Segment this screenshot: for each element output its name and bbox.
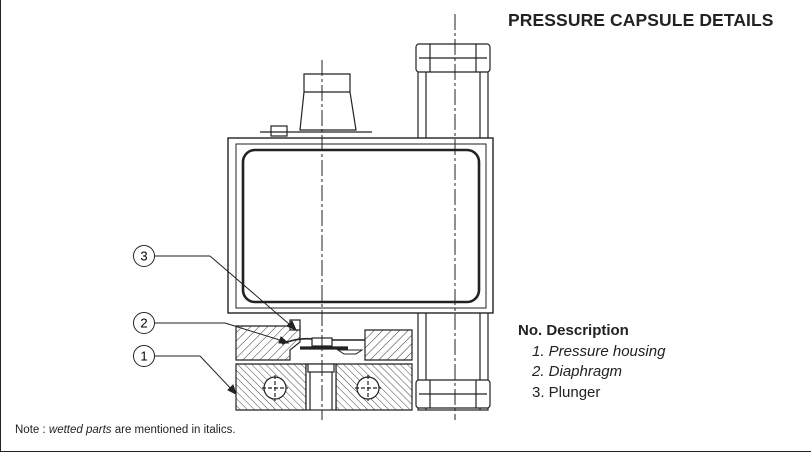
capsule-housing [227, 137, 494, 314]
svg-text:1: 1 [140, 349, 147, 364]
legend-item-plunger: 3. Plunger [532, 383, 601, 401]
callout-1: 1 [133, 345, 155, 367]
note-prefix: Note : [15, 424, 49, 436]
legend-item-diaphragm: 2. Diaphragm [532, 363, 623, 380]
svg-text:2: 2 [140, 316, 147, 331]
note-emphasis: wetted parts [48, 424, 112, 436]
bolt-holes [262, 375, 381, 401]
footnote: Note : wetted parts are mentioned in ita… [15, 424, 236, 436]
note-suffix: are mentioned in italics. [111, 424, 236, 436]
parts-legend: No. Description 1. Pressure housing 2. D… [518, 321, 665, 403]
legend-header: No. Description [518, 322, 629, 339]
legend-item-pressure-housing: 1. Pressure housing [532, 342, 666, 360]
callout-leaders [155, 255, 297, 395]
top-connector [260, 73, 372, 137]
callout-3: 3 [133, 245, 155, 267]
callout-2: 2 [133, 312, 155, 334]
drawing-title: PRESSURE CAPSULE DETAILS [508, 10, 774, 30]
svg-text:3: 3 [140, 249, 147, 264]
